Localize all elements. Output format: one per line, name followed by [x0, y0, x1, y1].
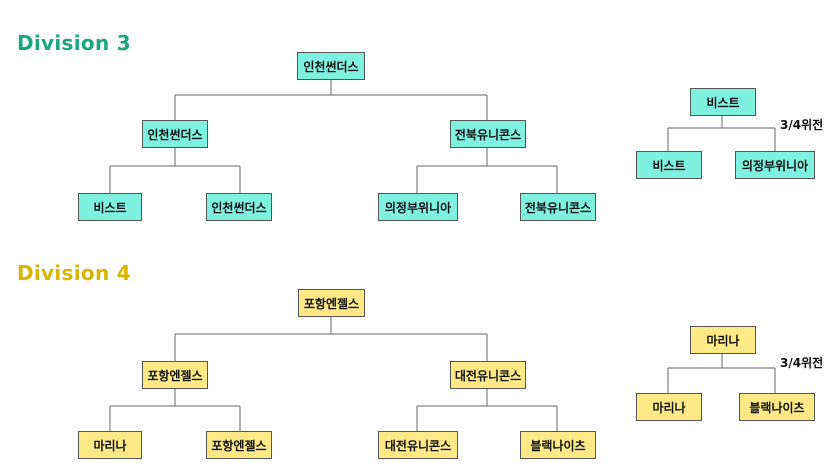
div3-third-winner-box: 비스트	[690, 88, 756, 116]
div3-semi-left-box: 인천썬더스	[142, 120, 208, 148]
div4-semi-right-box: 대전유니콘스	[450, 361, 526, 389]
division-3-title: Division 3	[17, 31, 131, 55]
div4-third-place-label: 3/4위전	[780, 356, 824, 370]
div3-qf-2-box: 인천썬더스	[206, 193, 272, 221]
div3-final-box: 인천썬더스	[297, 52, 365, 80]
div3-qf-4-box: 전북유니콘스	[520, 193, 596, 221]
division-4-title: Division 4	[17, 261, 131, 285]
div4-semi-left-box: 포항엔젤스	[142, 361, 208, 389]
div3-qf-1-box: 비스트	[78, 193, 142, 221]
div3-third-place-label: 3/4위전	[780, 118, 824, 132]
div4-final-box: 포항엔젤스	[298, 289, 365, 317]
div3-qf-3-box: 의정부위니아	[378, 193, 458, 221]
div4-qf-4-box: 블랙나이츠	[520, 431, 596, 459]
div4-qf-3-box: 대전유니콘스	[378, 431, 458, 459]
div3-third-team-1-box: 비스트	[636, 151, 702, 179]
div3-semi-right-box: 전북유니콘스	[450, 120, 526, 148]
div4-qf-1-box: 마리나	[78, 431, 142, 459]
div4-third-winner-box: 마리나	[690, 326, 756, 354]
div4-third-team-2-box: 블랙나이츠	[739, 393, 815, 421]
div4-third-team-1-box: 마리나	[636, 393, 702, 421]
div4-qf-2-box: 포항엔젤스	[206, 431, 272, 459]
div3-third-team-2-box: 의정부위니아	[735, 151, 815, 179]
